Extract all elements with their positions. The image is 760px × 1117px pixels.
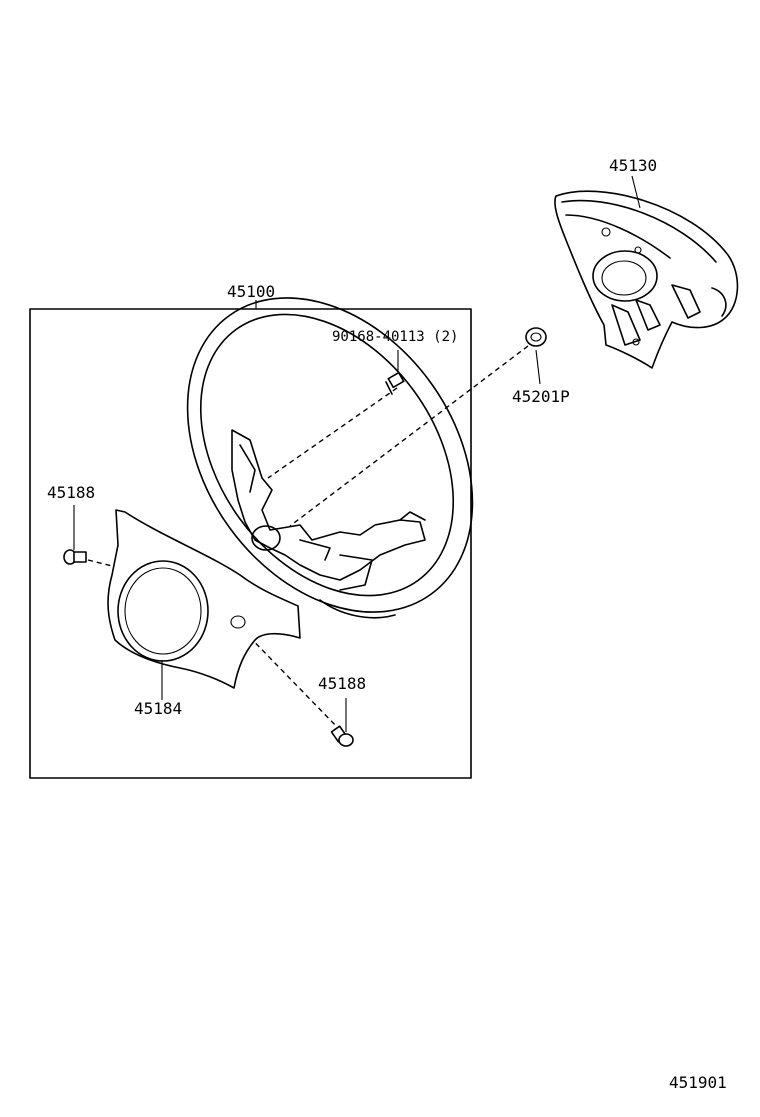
leader-screw-dash [267, 387, 398, 479]
part-number-cover: 45184 [134, 699, 183, 718]
leader-left-dash [87, 559, 113, 567]
part-number-nut: 45201P [512, 387, 570, 406]
part-number-45130: 45130 [609, 156, 658, 175]
steering-wheel-drawing [186, 297, 474, 619]
part-number-screw-bottom: 45188 [318, 674, 367, 693]
screw-left-drawing [63, 505, 87, 565]
assembly-frame [29, 308, 472, 779]
leader-bottom-dash [236, 623, 341, 731]
figure-id: 451901 [669, 1073, 727, 1092]
part-number-screw-left: 45188 [47, 483, 96, 502]
nut-drawing [525, 327, 547, 385]
steering-pad-drawing [554, 175, 739, 369]
part-number-45100: 45100 [227, 282, 276, 301]
screw-bottom-drawing [330, 698, 354, 747]
leader-45130 [631, 175, 641, 209]
leader-nut-dash [289, 345, 529, 527]
screw-drawing [385, 350, 405, 395]
cover-drawing [107, 509, 301, 700]
part-number-screw: 90168-40113 (2) [332, 329, 459, 345]
